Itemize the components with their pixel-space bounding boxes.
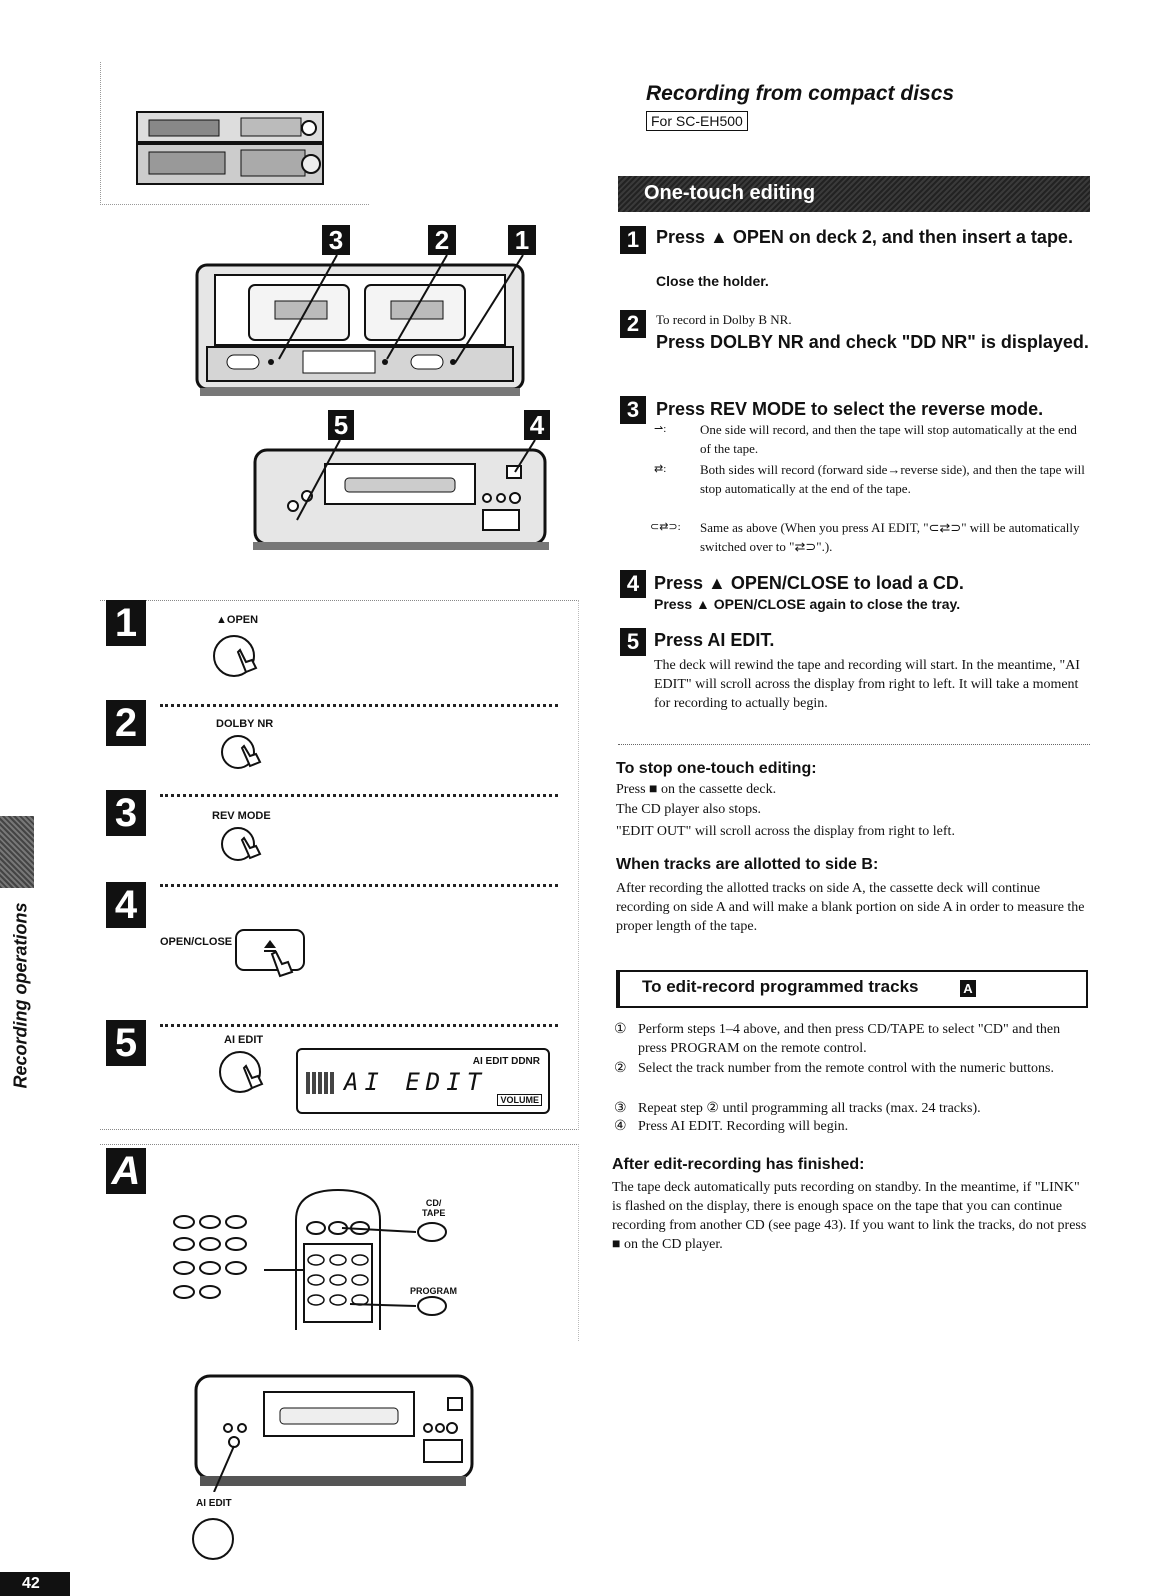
mode-text-1: One side will record, and then the tape … [700,422,1077,456]
cd-player-bottom-drawing [194,1374,474,1492]
sidebar-tab [0,816,34,888]
callout-5: 5 [328,410,354,440]
panel-a [100,1144,579,1341]
callout-1: 1 [508,225,536,255]
mode-symbol-1: ⇀: [654,423,667,435]
remote-control-drawing [173,1188,447,1330]
panel-step-2: 2 [106,700,146,746]
ai-edit-button-icon [192,1518,234,1560]
step-5-badge: 5 [620,628,646,656]
section-heading: One-touch editing [644,182,816,204]
hand-press-icon [213,635,258,677]
step-1-detail: Close the holder. [656,273,769,289]
panel-step-1: 1 [106,600,146,646]
stop-line-2: The CD player also stops. [616,802,762,817]
step-1-heading: Press ▲ OPEN on deck 2, and then insert … [656,227,1073,247]
prog-item-1: Perform steps 1–4 above, and then press … [638,1022,1061,1056]
step-5-detail: The deck will rewind the tape and record… [654,658,1080,711]
panel-step-5: 5 [106,1020,146,1066]
prog-item-3: Repeat step ② until programming all trac… [638,1101,981,1116]
panel-divider [160,884,558,887]
panel-label-openclose: OPEN/CLOSE [160,936,233,948]
remote-cd-tape-label: CD/ TAPE [422,1198,446,1218]
step-3-heading: Press REV MODE to select the reverse mod… [656,399,1044,419]
panel-divider [160,704,558,707]
side-b-text: After recording the allotted tracks on s… [616,881,1085,934]
system-thumbnail-drawing [136,111,324,185]
step-1-badge: 1 [620,226,646,254]
after-heading: After edit-recording has finished: [612,1156,865,1173]
mode-text-2: Both sides will record (forward side→rev… [700,462,1085,496]
section-banner: One-touch editing [618,176,1090,212]
display-text: AI EDIT [344,1068,488,1096]
page-number: 42 [22,1575,40,1592]
eject-button-icon [235,929,305,978]
prog-marker-2: ② [614,1061,627,1076]
panel-divider [160,1024,558,1027]
panel-label-open: ▲OPEN [216,614,259,626]
programmed-heading-box: To edit-record programmed tracks A [616,970,1088,1008]
callout-3: 3 [322,225,350,255]
callout-2: 2 [428,225,456,255]
cd-player-drawing [253,440,549,550]
prog-marker-3: ③ [614,1101,627,1116]
prog-marker-4: ④ [614,1119,627,1134]
bottom-ai-edit-label: AI EDIT [196,1498,232,1509]
panel-step-4: 4 [106,882,146,928]
prog-marker-1: ① [614,1022,627,1037]
page-title: Recording from compact discs [646,82,955,105]
page-number-tab: 42 [0,1572,70,1596]
cassette-deck-drawing [195,255,525,396]
steps-panel [100,600,579,1130]
mode-text-3: Same as above (When you press AI EDIT, "… [700,520,1080,554]
model-badge: For SC-EH500 [646,111,748,131]
panel-label-dolby: DOLBY NR [216,718,274,730]
step-4-heading: Press ▲ OPEN/CLOSE to load a CD. [654,573,964,593]
prog-item-4: Press AI EDIT. Recording will begin. [638,1119,849,1134]
step-2-badge: 2 [620,310,646,338]
section-divider [618,744,1090,745]
stop-line-3: "EDIT OUT" will scroll across the displa… [616,824,955,839]
display-indicator: AI EDIT DDNR [472,1056,540,1067]
programmed-badge: A [960,980,976,997]
sidebar-label: Recording operations [10,902,31,1089]
hand-press-icon [221,827,262,861]
step-2-heading: Press DOLBY NR and check "DD NR" is disp… [656,332,1089,352]
prog-item-2: Select the track number from the remote … [638,1061,1054,1076]
step-2-pre: To record in Dolby B NR. [656,312,792,327]
programmed-heading: To edit-record programmed tracks [642,977,919,996]
lcd-display: AI EDIT DDNR AI EDIT VOLUME [296,1048,550,1114]
side-b-heading: When tracks are allotted to side B: [616,856,879,873]
panel-a-badge: A [106,1148,146,1194]
stop-heading: To stop one-touch editing: [616,760,817,777]
mode-symbol-3: ⊂⇄⊃: [650,521,681,533]
panel-divider [160,794,558,797]
panel-label-aiedit: AI EDIT [224,1034,264,1046]
hand-press-icon [221,735,262,769]
panel-label-rev: REV MODE [212,810,271,822]
system-thumbnail [100,62,369,205]
stop-line-1: Press ■ on the cassette deck. [616,782,777,797]
remote-program-label: PROGRAM [410,1286,457,1296]
after-text: The tape deck automatically puts recordi… [612,1180,1087,1252]
panel-step-3: 3 [106,790,146,836]
display-volume: VOLUME [497,1094,542,1106]
step-4-detail: Press ▲ OPEN/CLOSE again to close the tr… [654,596,961,612]
callout-4: 4 [524,410,550,440]
hand-press-icon [219,1051,264,1093]
display-grid-icon [306,1072,336,1094]
step-4-badge: 4 [620,570,646,598]
mode-symbol-2: ⇄: [654,463,667,475]
step-5-heading: Press AI EDIT. [654,630,775,650]
step-3-badge: 3 [620,396,646,424]
